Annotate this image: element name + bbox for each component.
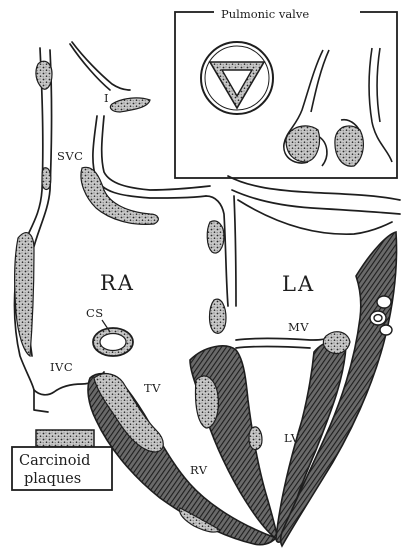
legend-line-2: plaques [24, 471, 81, 487]
label-cs: CS [86, 306, 104, 320]
pulmonic-valve-inset: Pulmonic valve [175, 5, 397, 178]
coronary-sinus-ostium [93, 320, 133, 356]
plaque-septum-mid [210, 299, 227, 333]
label-svc: SVC [57, 149, 83, 163]
label-ivc: IVC [50, 360, 73, 374]
label-tv: TV [144, 381, 161, 395]
label-la: LA [282, 272, 315, 296]
legend-swatch [36, 430, 94, 447]
plaque-lv-septal [249, 427, 262, 450]
plaque-svc-junction [81, 167, 158, 224]
plaque-svc-top [36, 61, 52, 89]
label-mv: MV [288, 320, 309, 334]
valve-top-view [201, 42, 273, 114]
plaque-svc-left [42, 168, 51, 190]
plaque-septal-tv [195, 376, 218, 428]
legend: Carcinoid plaques [12, 430, 112, 490]
plaque-septum-upper [207, 221, 224, 253]
inset-title: Pulmonic valve [221, 7, 309, 21]
label-lv: LV [284, 431, 300, 445]
label-rv: RV [190, 463, 208, 477]
label-ra: RA [100, 271, 135, 295]
plaque-mitral-ring [323, 332, 350, 354]
label-i: I [104, 91, 109, 105]
plaque-innominate [110, 98, 150, 112]
plaque-ra-wall [15, 233, 34, 356]
legend-line-1: Carcinoid [19, 453, 90, 469]
cusp-plaque-left [286, 126, 320, 162]
